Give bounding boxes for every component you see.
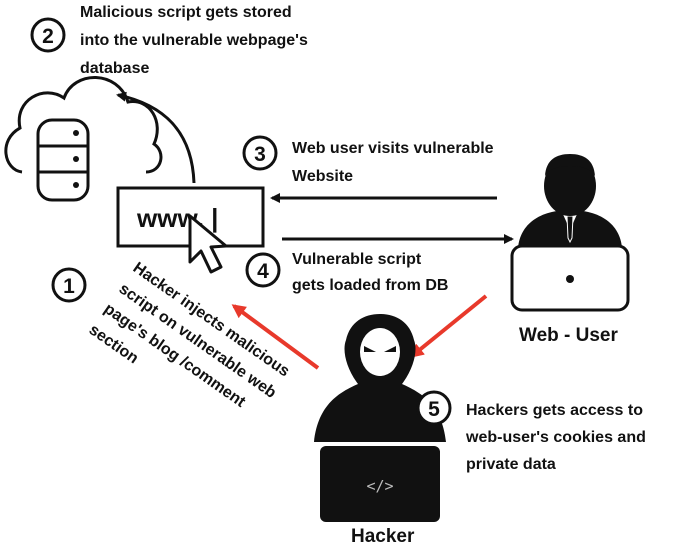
arrow-store-to-db: [116, 91, 196, 184]
step-5-badge: 5: [416, 390, 452, 426]
arrow-hacker-injects: [231, 304, 320, 370]
hacker-label: Hacker: [351, 526, 415, 547]
step-1-number: 1: [63, 275, 75, 298]
step-2-line-1: Malicious script gets stored: [80, 4, 292, 21]
step-5-line-2: web-user's cookies and: [465, 429, 646, 446]
web-user-label: Web - User: [519, 325, 619, 346]
step-5-number: 5: [428, 398, 440, 421]
hacker-icon: </>: [314, 314, 446, 522]
step-5-line-1: Hackers gets access to: [466, 402, 643, 419]
step-4-line-2: gets loaded from DB: [292, 277, 448, 294]
step-3-caption: Web user visits vulnerable Website: [292, 140, 494, 185]
step-2-badge: 2: [30, 17, 66, 53]
step-1-badge: 1: [51, 267, 87, 303]
cloud-database-icon: [4, 76, 163, 202]
step-5-caption: Hackers gets access to web-user's cookie…: [465, 402, 646, 473]
step-4-number: 4: [257, 260, 269, 283]
mouse-pointer-icon: [188, 214, 228, 274]
step-4-line-1: Vulnerable script: [292, 251, 422, 268]
step-4-caption: Vulnerable script gets loaded from DB: [292, 251, 448, 294]
web-user-icon: [518, 154, 622, 248]
step-3-number: 3: [254, 143, 266, 166]
step-2-line-3: database: [80, 60, 149, 77]
arrow-data-stolen: [409, 294, 488, 358]
laptop-code-symbol: </>: [366, 477, 393, 495]
step-4-badge: 4: [245, 252, 281, 288]
step-3-line-2: Website: [292, 168, 353, 185]
step-2-number: 2: [42, 25, 54, 48]
step-2-caption: Malicious script gets stored into the vu…: [80, 4, 308, 77]
step-3-line-1: Web user visits vulnerable: [292, 140, 494, 157]
step-5-line-3: private data: [466, 456, 556, 473]
laptop-icon: [510, 244, 630, 312]
step-2-line-2: into the vulnerable webpage's: [80, 32, 308, 49]
step-3-badge: 3: [242, 135, 278, 171]
